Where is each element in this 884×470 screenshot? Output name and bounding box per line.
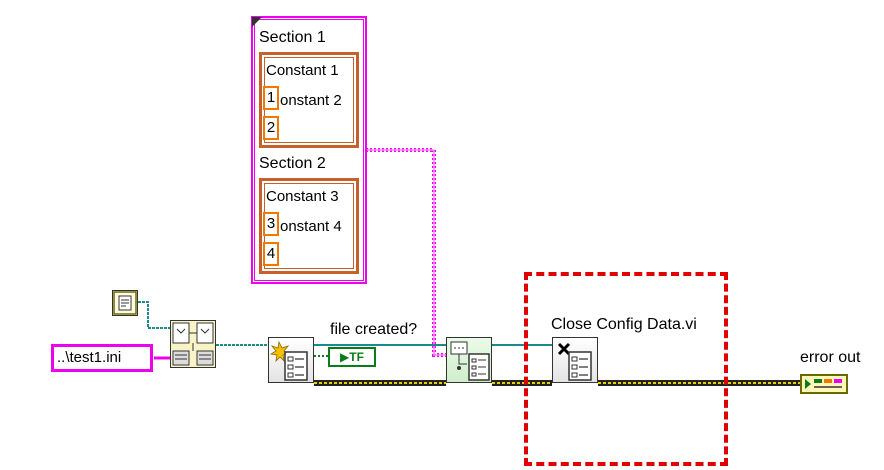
- file-icon: [113, 291, 137, 315]
- constant-2-value[interactable]: 2: [263, 116, 279, 140]
- close-config-label: Close Config Data.vi: [551, 316, 697, 333]
- close-config-icon: [557, 342, 592, 381]
- section-2-label: Section 2: [259, 155, 326, 172]
- build-path-icon: [172, 322, 214, 366]
- constant-1-value[interactable]: 1: [263, 86, 279, 110]
- section-1-label: Section 1: [259, 29, 326, 46]
- open-config-icon: [269, 340, 308, 381]
- error-out-label: error out: [800, 349, 861, 366]
- file-created-label: file created?: [330, 321, 418, 338]
- build-path-node[interactable]: [170, 320, 216, 368]
- open-config-data-node[interactable]: [268, 337, 314, 383]
- constant-3-value[interactable]: 3: [263, 212, 279, 236]
- constant-4-label: onstant 4: [280, 218, 342, 235]
- write-key-node[interactable]: [446, 337, 492, 383]
- config-cluster-inner: [254, 19, 364, 281]
- error-out-indicator[interactable]: [800, 374, 848, 394]
- constant-4-value[interactable]: 4: [263, 242, 279, 266]
- dir-wire[interactable]: [138, 301, 172, 329]
- file-created-indicator[interactable]: ▶TF: [328, 347, 376, 367]
- close-config-data-node[interactable]: [552, 337, 598, 383]
- cluster-corner-icon: [252, 17, 262, 27]
- write-key-icon: [450, 341, 490, 381]
- highlight-box: [524, 272, 728, 466]
- path-constant[interactable]: ..\test1.ini: [51, 344, 153, 372]
- constant-1-label: Constant 1: [266, 62, 339, 79]
- constant-2-label: onstant 2: [280, 92, 342, 109]
- constant-3-label: Constant 3: [266, 188, 339, 205]
- error-cluster-icon: [805, 379, 842, 389]
- default-directory-constant[interactable]: [112, 290, 138, 316]
